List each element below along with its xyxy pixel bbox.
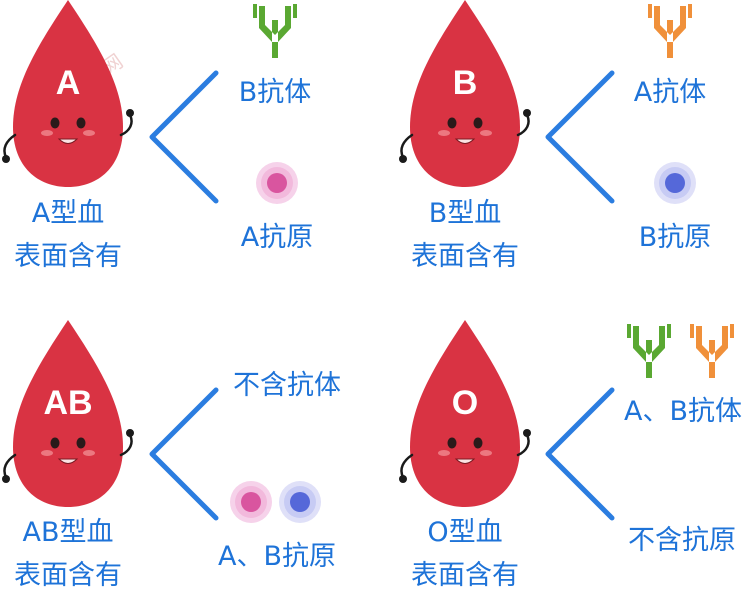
top-text-o: A、B抗体: [624, 396, 742, 427]
sub-label-o: 表面含有: [411, 560, 519, 591]
bottom-text-ab: A、B抗原: [218, 541, 336, 572]
panel-b: B B型血 表面含有 A抗体 B抗原: [397, 0, 712, 272]
sub-label-a: 表面含有: [14, 241, 122, 272]
sub-label-b: 表面含有: [411, 241, 519, 272]
bottom-text-b: B抗原: [639, 222, 712, 253]
type-label-a: A型血: [32, 198, 104, 229]
drop-letter-ab: AB: [43, 384, 92, 422]
bottom-text-a: A抗原: [241, 222, 313, 253]
antibody-green-icon: [627, 324, 671, 378]
panel-ab: AB AB型血 表面含有 不含抗体 A、B抗原: [0, 318, 341, 591]
top-text-a: B抗体: [239, 77, 312, 108]
top-text-ab: 不含抗体: [233, 370, 341, 401]
panel-a: A A型血 表面含有 B抗体 A抗原: [0, 0, 313, 272]
bottom-text-o: 不含抗原: [628, 525, 736, 556]
antigen-pink-icon: [256, 162, 298, 204]
panel-o: O O型血 表面含有 A、B抗体 不含抗原: [397, 318, 742, 591]
drop-letter-a: A: [56, 64, 81, 102]
bracket-b: [548, 73, 612, 201]
bracket-ab: [152, 390, 216, 518]
type-label-ab: AB型血: [23, 517, 114, 548]
bracket-a: [152, 73, 216, 201]
antibody-orange-icon: [648, 4, 692, 58]
top-text-b: A抗体: [634, 77, 706, 108]
antibody-orange-icon: [690, 324, 734, 378]
sub-label-ab: 表面含有: [14, 560, 122, 591]
antigen-pink-icon: [230, 481, 272, 523]
antibody-green-icon: [253, 4, 297, 58]
drop-letter-b: B: [453, 64, 478, 102]
bracket-o: [548, 390, 612, 518]
drop-letter-o: O: [452, 384, 478, 422]
antigen-blue-icon: [279, 481, 321, 523]
type-label-o: O型血: [427, 517, 502, 548]
type-label-b: B型血: [429, 198, 502, 229]
antigen-blue-icon: [654, 162, 696, 204]
